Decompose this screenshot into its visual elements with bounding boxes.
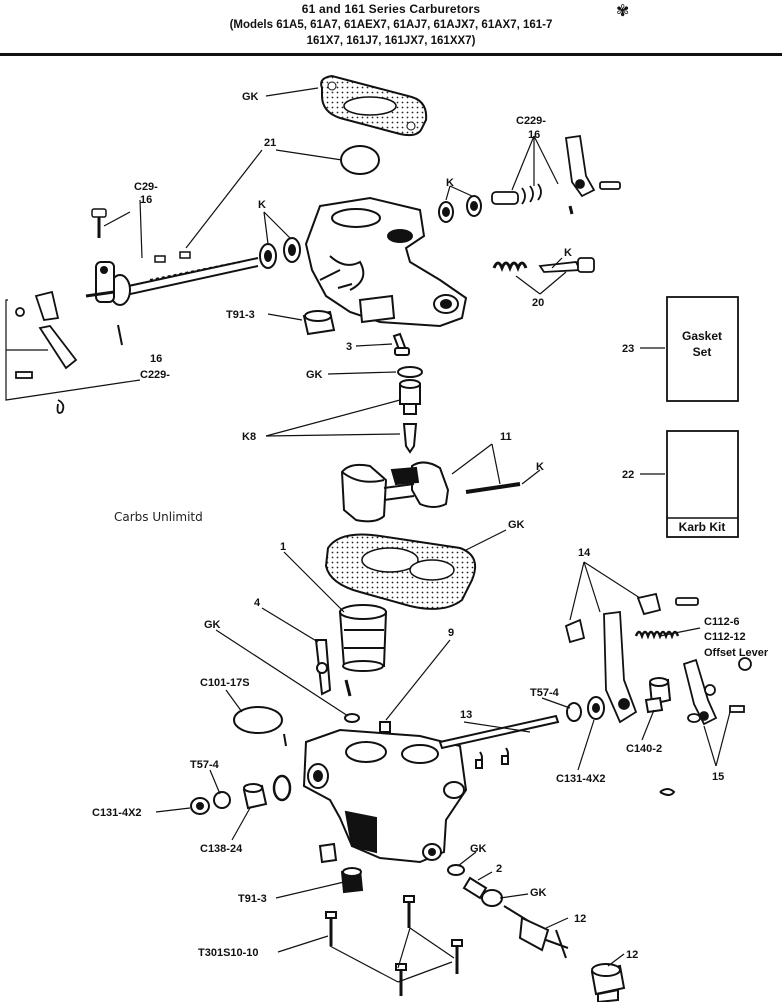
models-line-1: (Models 61A5, 61A7, 61AEX7, 61AJ7, 61AJX… xyxy=(229,19,553,31)
label-c138-24: C138-24 xyxy=(200,843,243,855)
throttle-shaft-seals-part xyxy=(438,195,482,223)
label-k-spring: K xyxy=(564,247,572,259)
label-gk-bottom-2: GK xyxy=(530,887,547,899)
label-c101-17s: C101-17S xyxy=(200,677,250,689)
label-21: 21 xyxy=(264,137,276,149)
main-nozzle-part xyxy=(314,639,352,697)
label-c29-16-line1: C29- xyxy=(134,181,158,193)
nozzle-washer-part xyxy=(344,713,360,723)
plug-washer-part xyxy=(272,774,292,802)
leader-lines xyxy=(103,87,731,983)
label-3: 3 xyxy=(346,341,352,353)
label-t57-4-right: T57-4 xyxy=(530,687,560,699)
throttle-seals-left-part xyxy=(190,791,231,815)
label-c229-16-line2: 16 xyxy=(528,129,540,141)
throttle-lever-part xyxy=(564,592,699,724)
label-k8: K8 xyxy=(242,431,256,443)
throttle-seals-right-part xyxy=(566,696,605,722)
label-offset-lever: Offset Lever xyxy=(704,647,769,659)
main-jet-part xyxy=(447,864,503,907)
label-gk-lower: GK xyxy=(508,519,525,531)
label-16: 16 xyxy=(150,353,162,365)
upper-housing-part xyxy=(304,196,468,328)
gasket-set-number: 23 xyxy=(622,343,634,355)
throttle-shaft-part xyxy=(438,714,560,769)
label-c140-2: C140-2 xyxy=(626,743,662,755)
karb-kit-box xyxy=(666,430,739,538)
publisher-logo-icon: ✾ xyxy=(616,3,630,20)
small-clip-part xyxy=(659,788,676,796)
karb-kit-number: 22 xyxy=(622,469,634,481)
choke-lever-assembly-part xyxy=(15,290,78,414)
t91-plug-top-part xyxy=(302,310,336,336)
choke-plate-part xyxy=(340,145,380,175)
label-gk-top: GK xyxy=(242,91,259,103)
label-k-left: K xyxy=(258,199,266,211)
offset-lever-part xyxy=(682,657,752,726)
label-9: 9 xyxy=(448,627,454,639)
flange-gasket-part xyxy=(320,74,428,137)
label-2: 2 xyxy=(496,863,502,875)
choke-plate-screws-part xyxy=(154,251,191,263)
idle-adjust-needle-part xyxy=(492,257,595,273)
label-4: 4 xyxy=(254,597,261,609)
watermark-text: Carbs Unlimitd xyxy=(114,510,203,524)
label-k-mid: K xyxy=(446,177,454,189)
body-screws-part xyxy=(325,895,463,996)
choke-shaft-part xyxy=(85,257,259,346)
label-gk-bottom-1: GK xyxy=(470,843,487,855)
inlet-washer-part xyxy=(397,366,423,378)
c29-screw-part xyxy=(91,208,107,238)
venturi-part xyxy=(338,604,388,672)
float-part xyxy=(340,461,450,523)
label-t57-4-left: T57-4 xyxy=(190,759,220,771)
models-line-2: 161X7, 161J7, 161JX7, 161XX7) xyxy=(306,35,476,47)
page-title: 61 and 161 Series Carburetors xyxy=(301,2,481,16)
gasket-set-box xyxy=(666,296,739,402)
throttle-spring-part xyxy=(634,630,680,640)
left-group-bracket xyxy=(5,299,141,401)
label-c131-4x2-right: C131-4X2 xyxy=(556,773,606,785)
label-gk-c101: GK xyxy=(204,619,221,631)
label-1: 1 xyxy=(280,541,286,553)
label-12b: 12 xyxy=(626,949,638,961)
label-12a: 12 xyxy=(574,913,586,925)
idle-lever-assembly-part xyxy=(491,134,621,215)
label-14: 14 xyxy=(578,547,591,559)
label-t301s10-10: T301S10-10 xyxy=(198,947,259,959)
plug-9-part xyxy=(379,721,391,733)
label-c112-6: C112-6 xyxy=(704,616,739,628)
screw-3-part xyxy=(392,332,410,356)
float-pin-part xyxy=(465,482,521,494)
bowl-drain-plug-part xyxy=(590,963,626,1002)
float-bowl-part xyxy=(302,728,468,864)
label-t91-3-bottom: T91-3 xyxy=(238,893,267,905)
needle-and-seat-part xyxy=(399,379,421,454)
t91-plug-bottom-part xyxy=(318,842,364,894)
label-c29-16-line2: 16 xyxy=(140,194,152,206)
karb-kit-label: Karb Kit xyxy=(679,520,726,534)
welch-plug-part xyxy=(233,706,287,747)
fuel-fitting-part xyxy=(644,677,672,714)
gasket-set-label-2: Set xyxy=(693,345,712,359)
choke-shaft-seals-part xyxy=(259,237,301,269)
header-rule xyxy=(0,53,782,56)
gasket-set-label-1: Gasket xyxy=(682,329,722,343)
adjusting-needle-part xyxy=(503,905,569,959)
label-20: 20 xyxy=(532,297,544,309)
plug-c138-part xyxy=(242,783,268,810)
label-gk-mid: GK xyxy=(306,369,323,381)
label-15: 15 xyxy=(712,771,724,783)
label-k-float: K xyxy=(536,461,544,473)
label-c131-4x2-left: C131-4X2 xyxy=(92,807,142,819)
label-t91-3-top: T91-3 xyxy=(226,309,255,321)
label-c229-16-line1: C229- xyxy=(516,115,546,127)
label-13: 13 xyxy=(460,709,472,721)
label-11: 11 xyxy=(500,431,512,443)
label-c112-12: C112-12 xyxy=(704,631,746,643)
label-c229-left: C229- xyxy=(140,369,170,381)
